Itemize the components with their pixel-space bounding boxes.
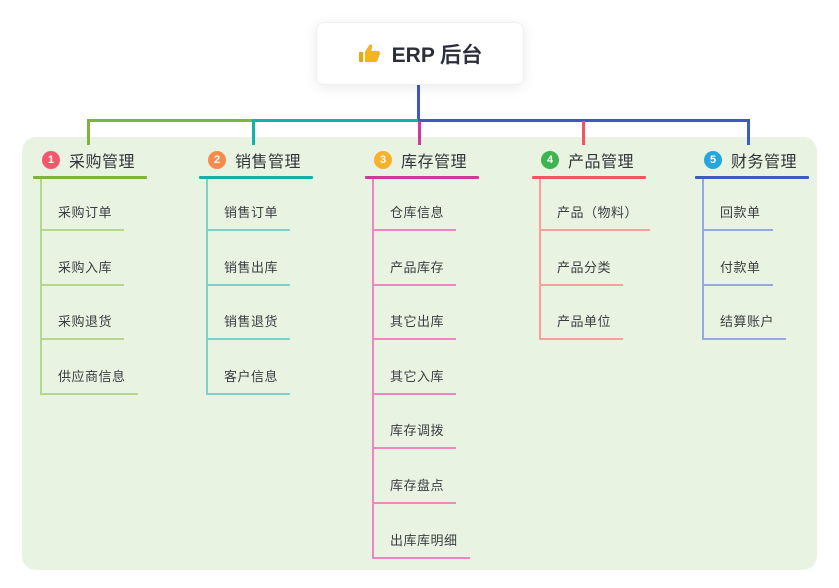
branch-label: 财务管理 xyxy=(731,154,798,171)
branch-label: 采购管理 xyxy=(69,154,136,171)
branch-spine xyxy=(40,179,42,395)
branch-underline xyxy=(33,176,147,179)
branch-underline xyxy=(695,176,809,179)
child-node[interactable]: 库存调拨 xyxy=(372,422,457,449)
child-node[interactable]: 采购退货 xyxy=(40,313,125,340)
branch-number-badge: 3 xyxy=(374,151,392,169)
child-node[interactable]: 客户信息 xyxy=(206,368,291,395)
child-node[interactable]: 回款单 xyxy=(702,204,773,231)
branch-number-badge: 1 xyxy=(42,151,60,169)
child-node[interactable]: 其它入库 xyxy=(372,368,457,395)
branch-underline xyxy=(532,176,646,179)
connector-drop xyxy=(87,121,90,145)
connector-bus xyxy=(418,119,750,122)
connector-drop xyxy=(582,121,585,145)
child-node[interactable]: 其它出库 xyxy=(372,313,457,340)
branch-spine xyxy=(206,179,208,395)
child-node[interactable]: 结算账户 xyxy=(702,313,787,340)
thumbs-up-icon xyxy=(358,42,382,66)
child-node[interactable]: 产品库存 xyxy=(372,259,457,286)
child-node[interactable]: 采购订单 xyxy=(40,204,125,231)
branch-underline xyxy=(199,176,313,179)
connector-drop xyxy=(747,121,750,145)
branch-number-badge: 2 xyxy=(208,151,226,169)
child-node[interactable]: 出库库明细 xyxy=(372,532,470,559)
child-node[interactable]: 销售出库 xyxy=(206,259,291,286)
branch-underline xyxy=(365,176,479,179)
branch-header[interactable]: 2 销售管理 xyxy=(208,150,302,171)
connector-bus xyxy=(87,119,254,122)
root-label: ERP 后台 xyxy=(391,43,483,67)
branch-number-badge: 4 xyxy=(541,151,559,169)
connector-bus xyxy=(252,119,419,122)
branch-number-badge: 5 xyxy=(704,151,722,169)
branch-spine xyxy=(702,179,704,341)
branch-label: 销售管理 xyxy=(235,154,302,171)
mindmap-panel xyxy=(22,137,817,570)
child-node[interactable]: 产品分类 xyxy=(539,259,624,286)
child-node[interactable]: 供应商信息 xyxy=(40,368,138,395)
child-node[interactable]: 产品单位 xyxy=(539,313,624,340)
child-node[interactable]: 库存盘点 xyxy=(372,477,457,504)
branch-header[interactable]: 3 库存管理 xyxy=(374,150,468,171)
branch-spine xyxy=(539,179,541,341)
root-node[interactable]: ERP 后台 xyxy=(316,22,524,85)
connector-drop xyxy=(418,121,421,145)
branch-label: 库存管理 xyxy=(401,154,468,171)
child-node[interactable]: 销售退货 xyxy=(206,313,291,340)
child-node[interactable]: 仓库信息 xyxy=(372,204,457,231)
root-stem-connector xyxy=(417,83,420,121)
child-node[interactable]: 销售订单 xyxy=(206,204,291,231)
branch-spine xyxy=(372,179,374,559)
connector-drop xyxy=(252,121,255,145)
branch-header[interactable]: 1 采购管理 xyxy=(42,150,136,171)
child-node[interactable]: 产品（物料） xyxy=(539,204,651,231)
branch-header[interactable]: 4 产品管理 xyxy=(541,150,635,171)
branch-header[interactable]: 5 财务管理 xyxy=(704,150,798,171)
child-node[interactable]: 采购入库 xyxy=(40,259,125,286)
child-node[interactable]: 付款单 xyxy=(702,259,773,286)
branch-label: 产品管理 xyxy=(568,154,635,171)
